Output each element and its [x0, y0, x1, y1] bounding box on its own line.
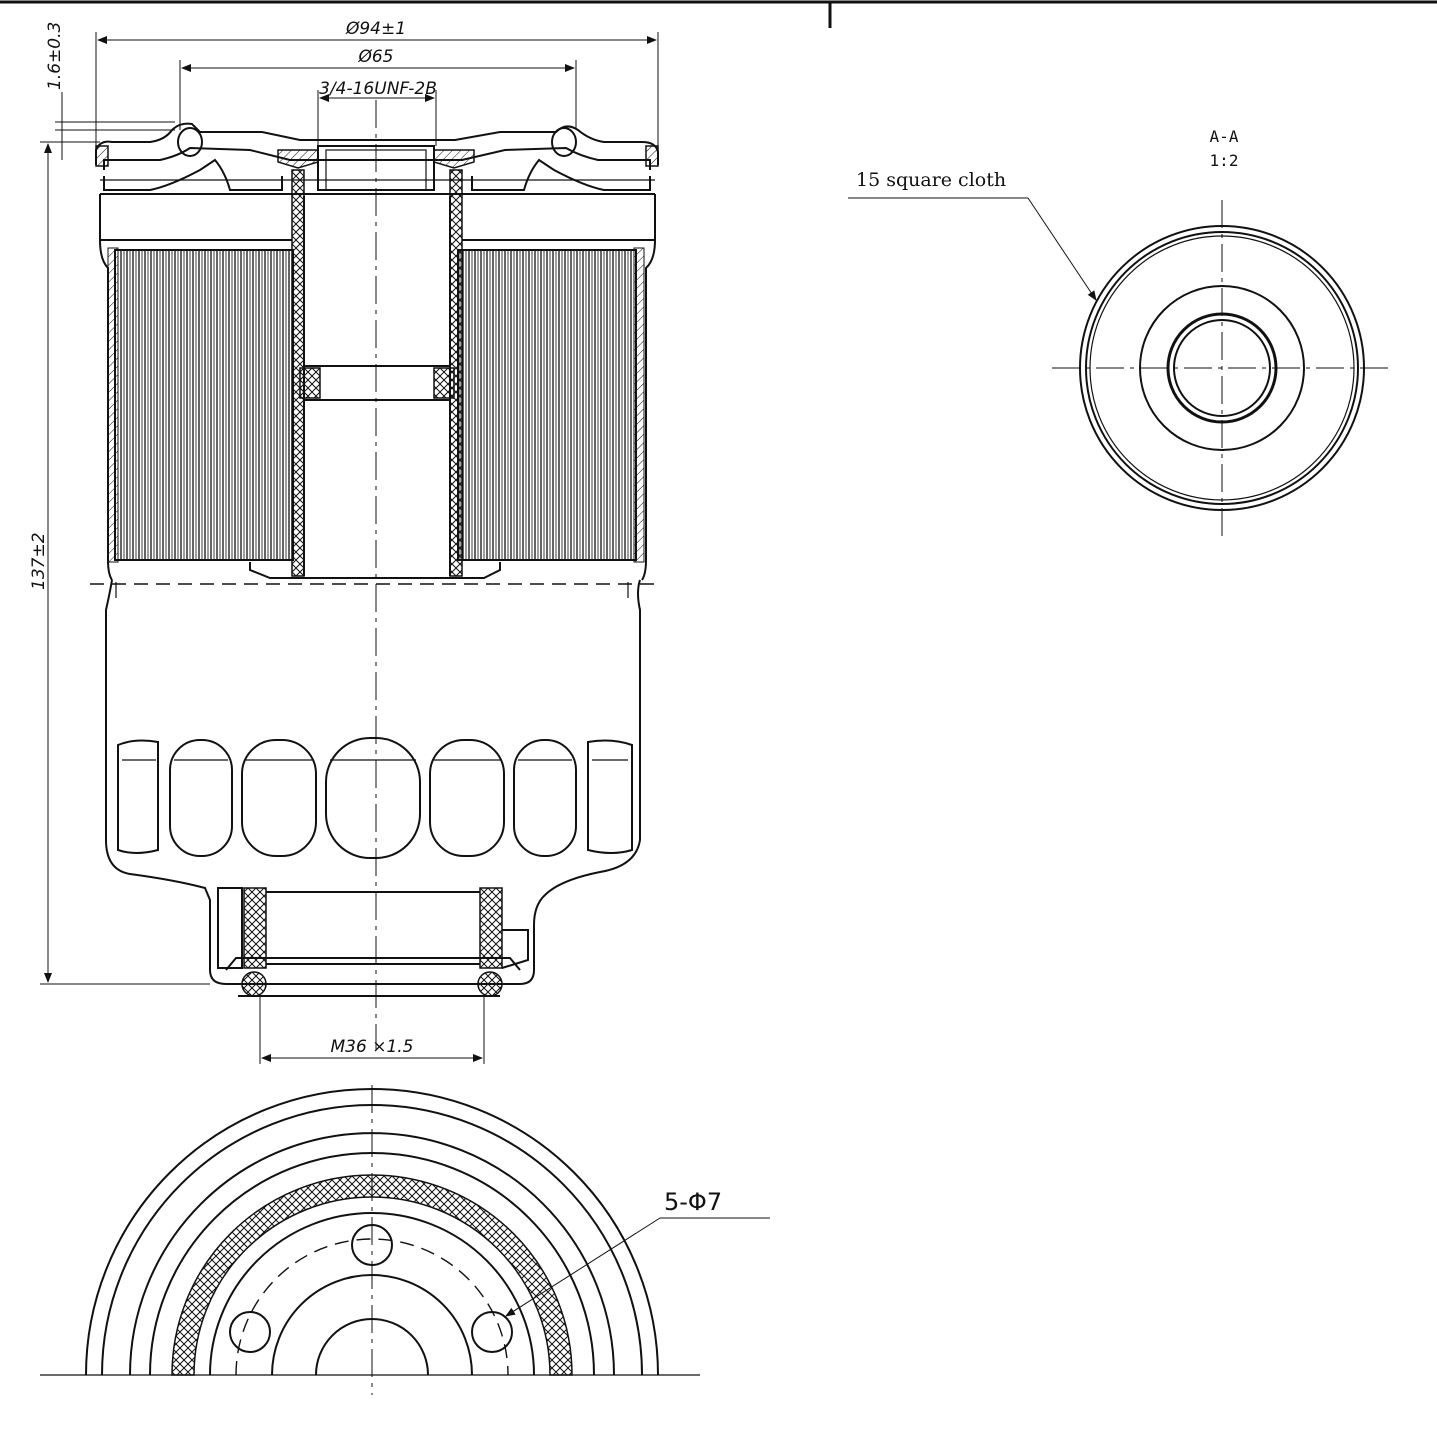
label-holes: 5-Φ7 [664, 1188, 722, 1216]
dimensions: Ø94±1 Ø65 3/4-16UNF-2B 1.6±0.3 137±2 [29, 19, 659, 1064]
bottom-plan-view: 5-Φ7 [40, 1085, 770, 1395]
section-name: A-A [1210, 127, 1239, 146]
bottom-port [217, 887, 529, 997]
dim-lip-height: 1.6±0.3 [45, 22, 65, 90]
section-scale: 1:2 [1210, 151, 1239, 170]
dim-seal-diameter: Ø65 [357, 47, 393, 67]
dim-overall-height: 137±2 [29, 532, 49, 590]
gasket-ring [171, 1174, 573, 1376]
filter-elevation-view: Ø94±1 Ø65 3/4-16UNF-2B 1.6±0.3 137±2 [29, 19, 660, 1064]
hole-2 [229, 1311, 271, 1353]
center-tube [249, 169, 501, 579]
dim-thread-bottom: M36 ×1.5 [331, 1037, 414, 1057]
top-cap [95, 122, 659, 195]
title-frame [0, 0, 1437, 28]
hole-1 [351, 1224, 393, 1266]
filter-media-left [114, 249, 294, 561]
filter-media-right [457, 249, 637, 561]
section-a-a-view: A-A 1:2 15 square cloth [848, 127, 1392, 538]
dim-thread-top: 3/4-16UNF-2B [319, 79, 437, 99]
top-seal-left [177, 127, 203, 157]
grip-lobes [117, 737, 633, 859]
dim-outer-diameter: Ø94±1 [345, 19, 406, 39]
hole-3 [471, 1311, 513, 1353]
top-seal-right [551, 127, 577, 157]
lower-can [90, 579, 660, 985]
label-cloth: 15 square cloth [856, 169, 1006, 191]
